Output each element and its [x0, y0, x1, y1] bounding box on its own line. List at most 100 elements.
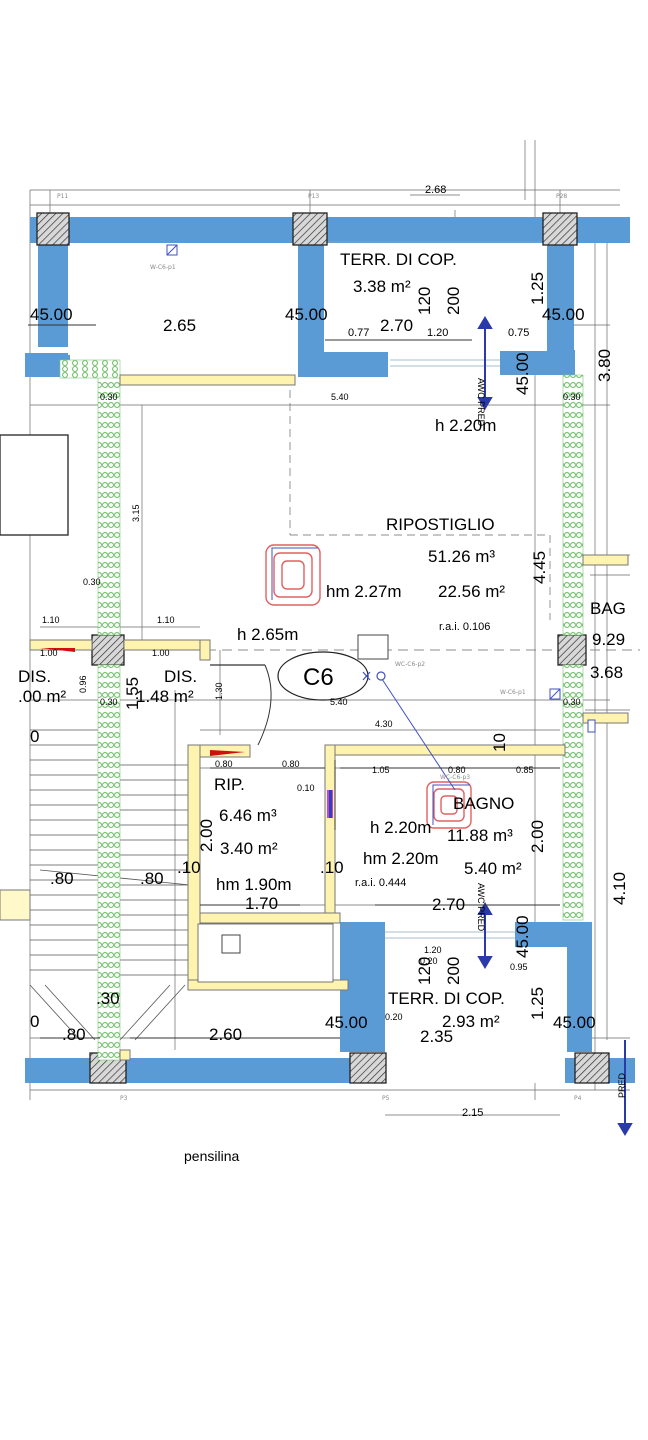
- dim-077: 0.77: [348, 327, 369, 339]
- svg-text:P11: P11: [57, 193, 68, 200]
- rip-volume: 6.46 m³: [219, 806, 277, 825]
- dim-030-d: 0.30: [100, 697, 118, 707]
- bagno-rai: r.a.i. 0.444: [355, 877, 406, 889]
- dim-010-a: 0.10: [297, 783, 315, 793]
- terr-top-name: TERR. DI COP.: [340, 250, 457, 269]
- svg-text:P5: P5: [382, 1095, 390, 1102]
- dim-200-v-top: 200: [444, 287, 463, 315]
- dim-200-rip: 2.00: [197, 819, 216, 852]
- dim-120-v-top: 120: [415, 287, 434, 315]
- dim-110-b: 1.10: [157, 615, 175, 625]
- rip-name: RIP.: [214, 775, 245, 794]
- dim-030-e: 0.30: [563, 697, 581, 707]
- dis-left-area: .00 m²: [18, 687, 67, 706]
- dim-260: 2.60: [209, 1025, 242, 1044]
- ripostiglio-hm: hm 2.27m: [326, 582, 402, 601]
- dim-540-mid: 5.40: [330, 697, 348, 707]
- terr-bottom-area: 2.93 m²: [442, 1012, 500, 1031]
- dim-080-b: 0.80: [282, 759, 300, 769]
- dim-120-v-bot: 120: [415, 957, 434, 985]
- dim-235: 2.35: [420, 1027, 453, 1046]
- ripostiglio-rai: r.a.i. 0.106: [439, 621, 490, 633]
- dim-380: 3.80: [595, 349, 614, 382]
- dim-80-c: .80: [62, 1025, 86, 1044]
- dim-020-a: 0.20: [420, 956, 438, 966]
- dim-10-a: .10: [177, 858, 201, 877]
- bagno-area: 5.40 m²: [464, 859, 522, 878]
- bagno-hm: hm 2.20m: [363, 849, 439, 868]
- tag-awc-bot: AWC PRED: [476, 883, 486, 932]
- dim-096: 0.96: [78, 675, 88, 693]
- dim-030-a: 0.30: [100, 392, 118, 402]
- ripostiglio-area: 22.56 m²: [438, 582, 505, 601]
- terr-top-area: 3.38 m²: [353, 277, 411, 296]
- terr-bottom-name: TERR. DI COP.: [388, 989, 505, 1008]
- dim-4500-tr: 45.00: [542, 305, 585, 324]
- svg-text:P4: P4: [574, 1095, 582, 1102]
- dim-080-c: 0.80: [448, 765, 466, 775]
- dim-100-a: 1.00: [40, 648, 58, 658]
- svg-text:P3: P3: [120, 1095, 128, 1102]
- dim-125-bot: 1.25: [528, 987, 547, 1020]
- c6-label: C6: [303, 664, 334, 691]
- svg-text:P13: P13: [308, 193, 319, 200]
- dim-155: 1.55: [123, 677, 142, 710]
- svg-text:WC-C6-p2: WC-C6-p2: [395, 661, 425, 668]
- dim-170: 1.70: [245, 894, 278, 913]
- dim-095: 0.95: [510, 962, 528, 972]
- dim-125-top: 1.25: [528, 272, 547, 305]
- dim-268: 2.68: [425, 184, 446, 196]
- dim-4500-tm: 45.00: [285, 305, 328, 324]
- svg-text:W-C6-p1: W-C6-p1: [150, 264, 176, 271]
- bagno-right-name: BAG: [590, 599, 626, 618]
- svg-text:WC-C6-p3: WC-C6-p3: [440, 774, 470, 781]
- svg-text:P28: P28: [556, 193, 567, 200]
- bagno-right-value1: 9.29: [592, 630, 625, 649]
- dim-030-c: 0.30: [83, 577, 101, 587]
- ripostiglio-name: RIPOSTIGLIO: [386, 515, 495, 534]
- bagno-name: BAGNO: [453, 794, 514, 813]
- dim-80-b: .80: [140, 869, 164, 888]
- dim-105: 1.05: [372, 765, 390, 775]
- dim-4500-v-bot: 45.00: [513, 915, 532, 958]
- dim-075: 0.75: [508, 327, 529, 339]
- dim-10-b: .10: [320, 858, 344, 877]
- bagno-volume: 11.88 m³: [447, 826, 513, 845]
- dis-area: 1.48 m²: [136, 687, 194, 706]
- dim-540-top: 5.40: [331, 392, 349, 402]
- dim-085: 0.85: [516, 765, 534, 775]
- dim-030-b: 0.30: [563, 392, 581, 402]
- rip-area: 3.40 m²: [220, 839, 278, 858]
- pensilina-label: pensilina: [184, 1148, 239, 1164]
- dim-80-a: .80: [50, 869, 74, 888]
- tag-pred-right: PRED: [617, 1072, 627, 1098]
- dim-265: 2.65: [163, 316, 196, 335]
- dim-10-v: 10: [490, 733, 509, 752]
- dim-410: 4.10: [610, 872, 629, 905]
- dim-430: 4.30: [375, 719, 393, 729]
- dim-100-b: 1.00: [152, 648, 170, 658]
- ripostiglio-height: h 2.20m: [435, 416, 496, 435]
- dim-030-f: .30: [96, 989, 120, 1008]
- dim-200-bagno: 2.00: [528, 820, 547, 853]
- dis-name: DIS.: [164, 667, 197, 686]
- dim-4500-tl: 45.00: [30, 305, 73, 324]
- dim-315: 3.15: [131, 504, 141, 522]
- dim-120-top: 1.20: [427, 327, 448, 339]
- dim-020-b: 0.20: [385, 1012, 403, 1022]
- rip-hm: hm 1.90m: [216, 875, 292, 894]
- dis-height: h 2.65m: [237, 625, 298, 644]
- dim-4500-br: 45.00: [553, 1013, 596, 1032]
- dis-left-name: DIS.: [18, 667, 51, 686]
- svg-text:W-C6-p1: W-C6-p1: [500, 689, 526, 696]
- dim-0-left: 0: [30, 727, 39, 746]
- dim-110-a: 1.10: [42, 615, 60, 625]
- dim-4500-v-top: 45.00: [513, 352, 532, 395]
- dim-4500-bl: 45.00: [325, 1013, 368, 1032]
- dim-270-bot: 2.70: [432, 895, 465, 914]
- dim-080-a: 0.80: [215, 759, 233, 769]
- bagno-height: h 2.20m: [370, 818, 431, 837]
- ripostiglio-volume: 51.26 m³: [428, 547, 495, 566]
- tag-awc-top: AWC PRED: [476, 378, 486, 427]
